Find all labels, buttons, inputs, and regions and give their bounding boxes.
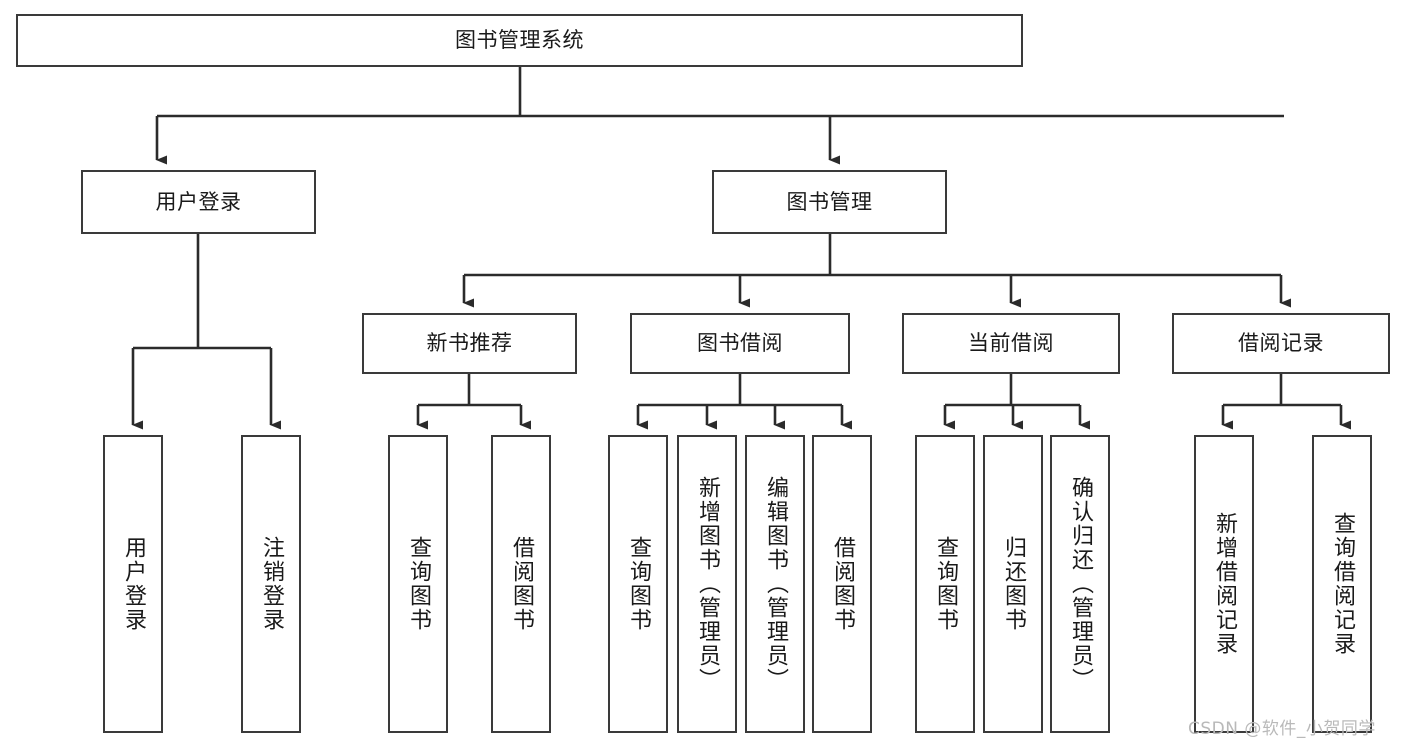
leaf-current-query-book-label: 查询图书 bbox=[933, 536, 958, 632]
leaf-borrow-borrow-book-label: 借阅图书 bbox=[830, 536, 855, 632]
node-book-borrow-label: 图书借阅 bbox=[697, 331, 783, 356]
leaf-current-confirm-return-admin[interactable]: 确认归还（管理员） bbox=[1050, 435, 1110, 733]
leaf-current-return-book-label: 归还图书 bbox=[1001, 536, 1026, 632]
leaf-borrow-add-book-admin-label: 新增图书（管理员） bbox=[695, 476, 720, 692]
node-new-book-recommend[interactable]: 新书推荐 bbox=[362, 313, 577, 374]
leaf-records-add-record[interactable]: 新增借阅记录 bbox=[1194, 435, 1254, 733]
node-book-borrow[interactable]: 图书借阅 bbox=[630, 313, 850, 374]
node-borrow-records-label: 借阅记录 bbox=[1238, 331, 1324, 356]
leaf-borrow-borrow-book[interactable]: 借阅图书 bbox=[812, 435, 872, 733]
leaf-user-login-signin[interactable]: 用户登录 bbox=[103, 435, 163, 733]
node-new-book-recommend-label: 新书推荐 bbox=[426, 331, 513, 356]
node-book-management-label: 图书管理 bbox=[786, 189, 873, 214]
leaf-current-confirm-return-admin-label: 确认归还（管理员） bbox=[1068, 476, 1093, 692]
leaf-current-return-book[interactable]: 归还图书 bbox=[983, 435, 1043, 733]
node-current-borrow-label: 当前借阅 bbox=[968, 331, 1054, 356]
leaf-records-add-record-label: 新增借阅记录 bbox=[1212, 512, 1237, 656]
leaf-borrow-edit-book-admin[interactable]: 编辑图书（管理员） bbox=[745, 435, 805, 733]
leaf-new-book-query[interactable]: 查询图书 bbox=[388, 435, 448, 733]
leaf-new-book-query-label: 查询图书 bbox=[406, 536, 431, 632]
leaf-new-book-borrow-label: 借阅图书 bbox=[509, 536, 534, 632]
node-root-label: 图书管理系统 bbox=[455, 28, 584, 53]
node-user-login-label: 用户登录 bbox=[155, 189, 242, 214]
csdn-watermark: CSDN @软件_小贺同学 bbox=[1188, 719, 1376, 739]
leaf-current-query-book[interactable]: 查询图书 bbox=[915, 435, 975, 733]
leaf-borrow-edit-book-admin-label: 编辑图书（管理员） bbox=[763, 476, 788, 692]
node-borrow-records[interactable]: 借阅记录 bbox=[1172, 313, 1390, 374]
leaf-borrow-query-book-label: 查询图书 bbox=[626, 536, 651, 632]
leaf-user-login-signin-label: 用户登录 bbox=[121, 536, 146, 632]
leaf-records-query-record-label: 查询借阅记录 bbox=[1330, 512, 1355, 656]
leaf-records-query-record[interactable]: 查询借阅记录 bbox=[1312, 435, 1372, 733]
leaf-user-login-signout[interactable]: 注销登录 bbox=[241, 435, 301, 733]
node-root[interactable]: 图书管理系统 bbox=[16, 14, 1023, 67]
node-book-management[interactable]: 图书管理 bbox=[712, 170, 947, 234]
leaf-borrow-add-book-admin[interactable]: 新增图书（管理员） bbox=[677, 435, 737, 733]
leaf-user-login-signout-label: 注销登录 bbox=[259, 536, 284, 632]
node-current-borrow[interactable]: 当前借阅 bbox=[902, 313, 1120, 374]
leaf-new-book-borrow[interactable]: 借阅图书 bbox=[491, 435, 551, 733]
node-user-login[interactable]: 用户登录 bbox=[81, 170, 316, 234]
leaf-borrow-query-book[interactable]: 查询图书 bbox=[608, 435, 668, 733]
